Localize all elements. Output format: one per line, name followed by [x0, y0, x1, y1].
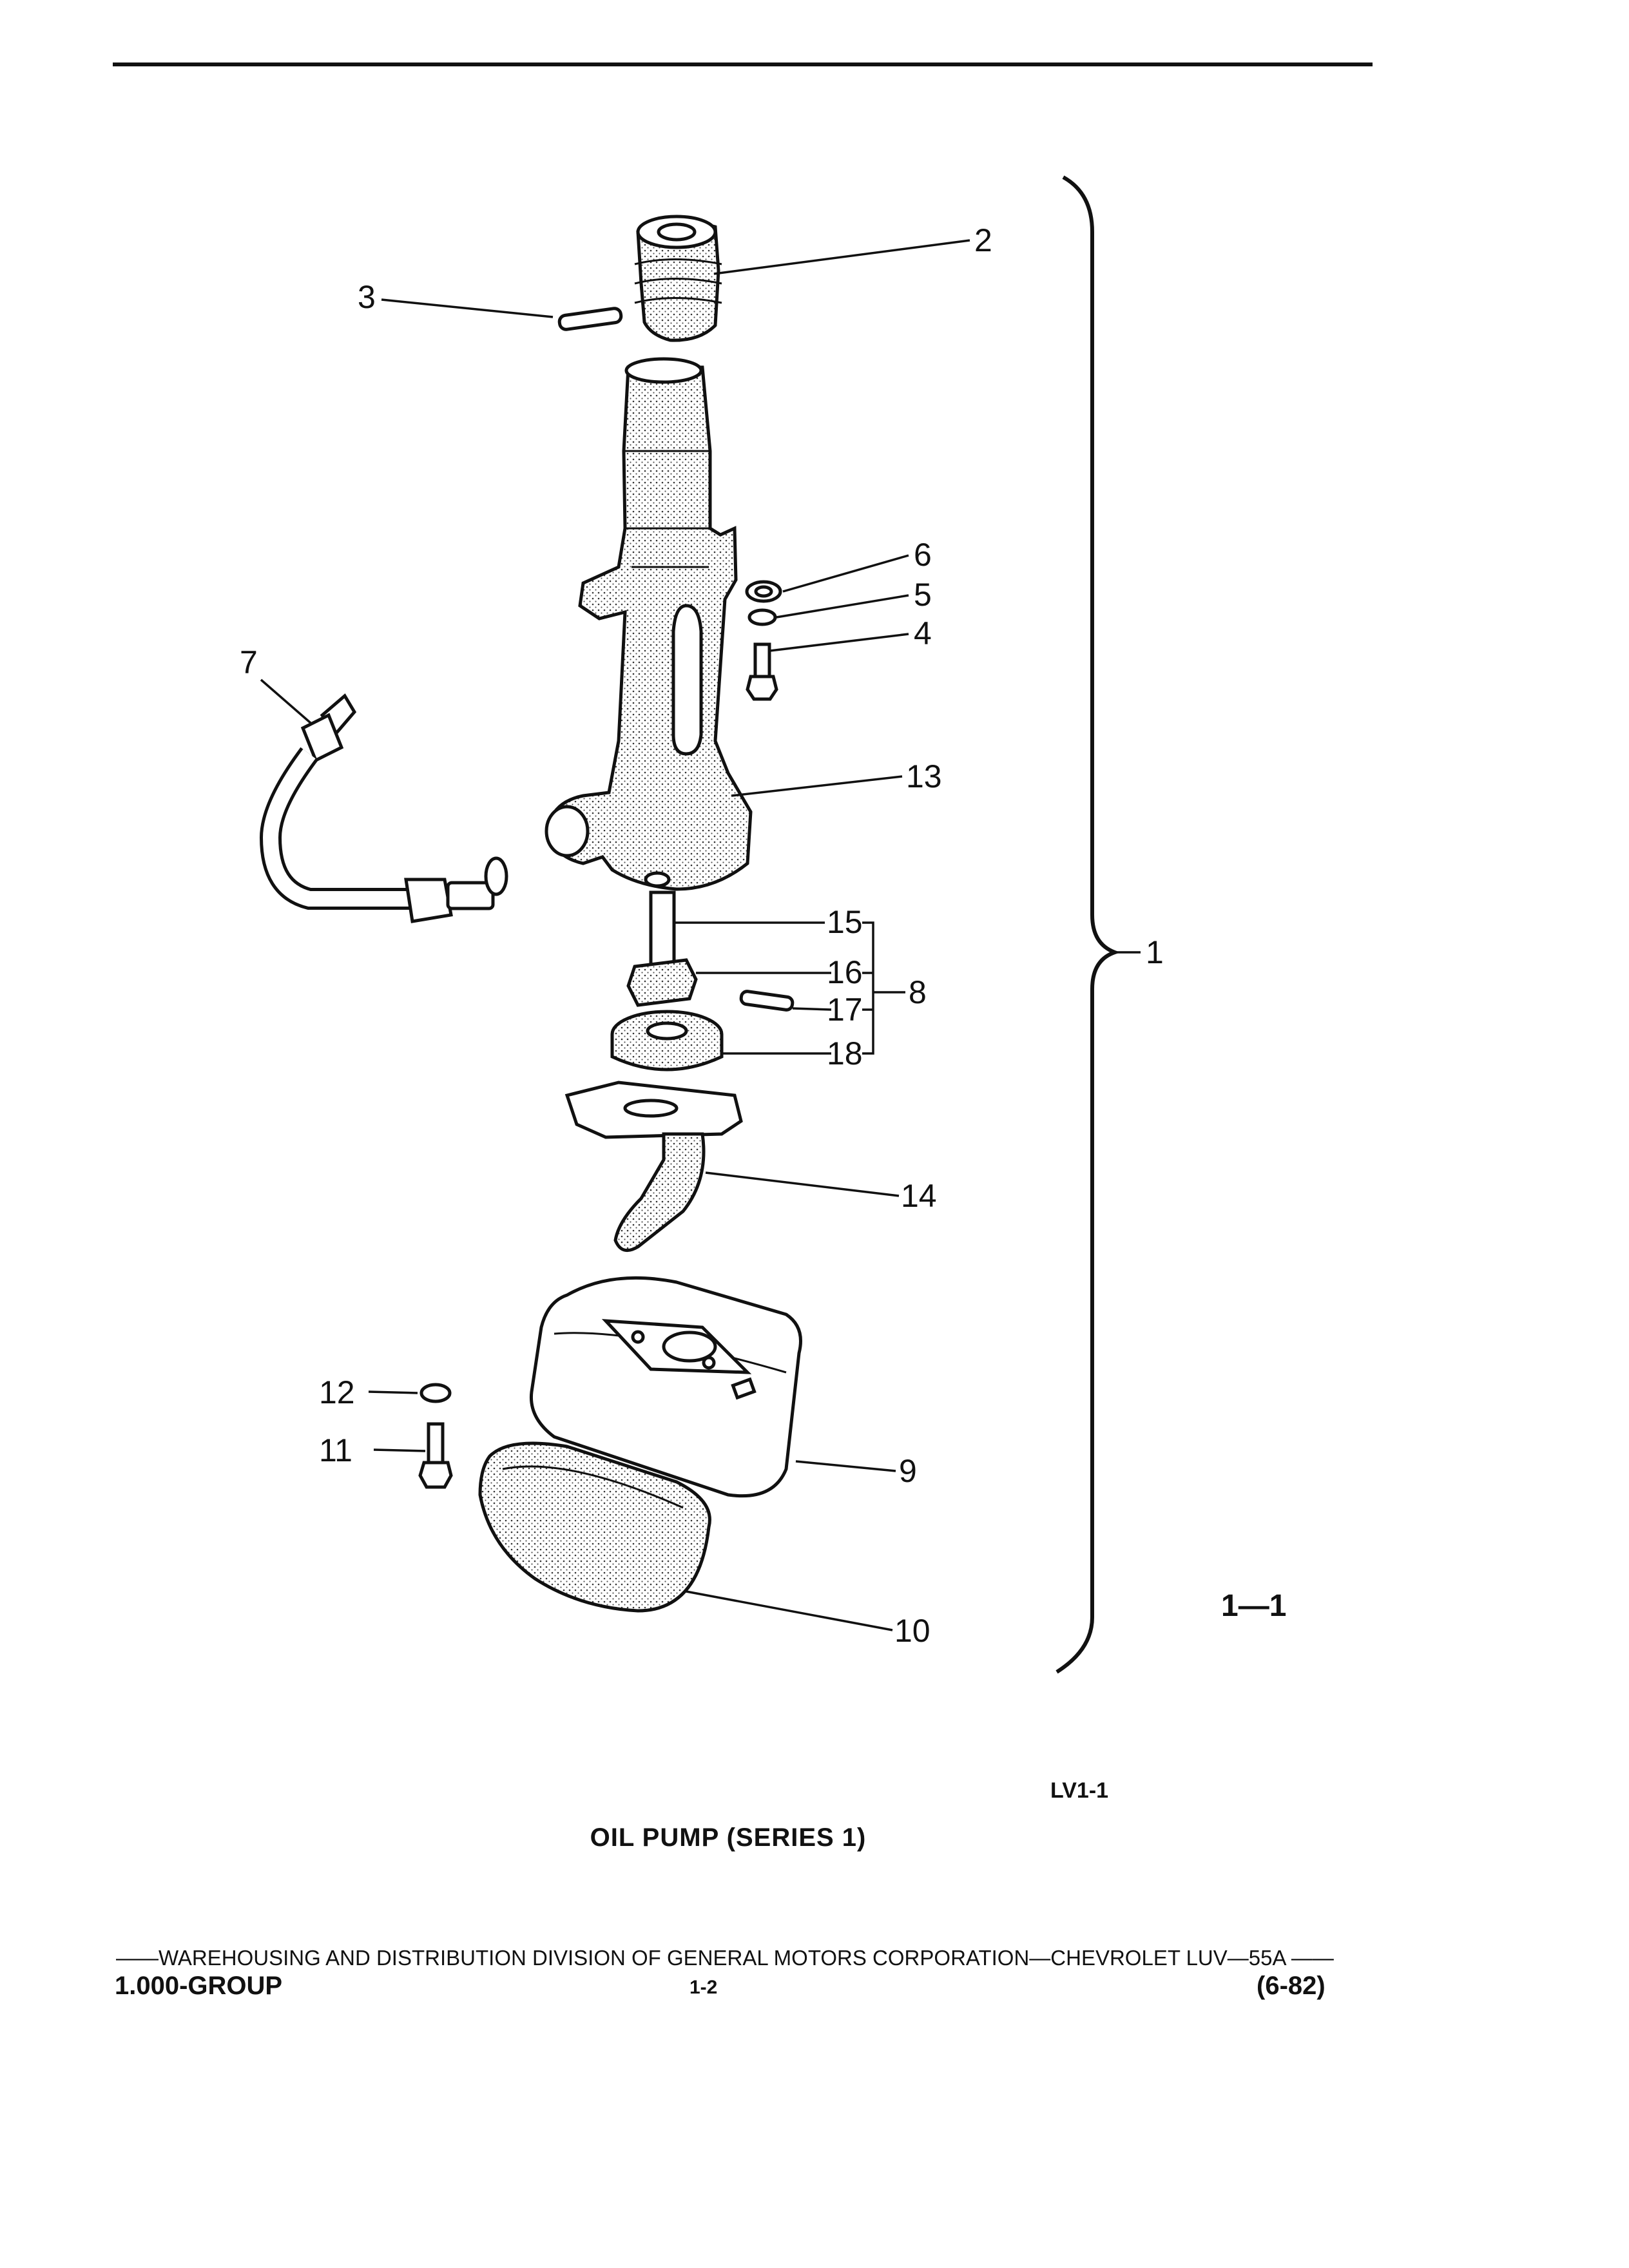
figure-title: OIL PUMP (SERIES 1): [590, 1823, 867, 1852]
group-label: 1.000-GROUP: [115, 1972, 283, 2000]
drive-gear: [634, 215, 722, 342]
driven-rotor-18: [610, 1010, 724, 1072]
oil-strainer: [529, 1276, 802, 1498]
revision-date: (6-82): [1257, 1972, 1325, 2000]
figure-code: LV1-1: [1050, 1778, 1109, 1803]
publisher-line: ——WAREHOUSING AND DISTRIBUTION DIVISION …: [116, 1946, 1334, 1970]
callout-9: 9: [899, 1453, 917, 1489]
callout-5: 5: [914, 577, 932, 613]
bolt-4: [746, 642, 778, 701]
callout-1: 1: [1146, 934, 1164, 970]
bolt-11: [418, 1422, 453, 1489]
lock-washer-5: [747, 608, 777, 626]
callout-13: 13: [906, 758, 942, 794]
figure-reference: 1—1: [1221, 1589, 1286, 1623]
gear-pin: [557, 307, 623, 331]
callout-7: 7: [240, 644, 258, 680]
callout-18: 18: [827, 1035, 863, 1072]
callout-15: 15: [827, 904, 863, 940]
pin-17: [739, 990, 795, 1012]
callout-8: 8: [909, 974, 927, 1010]
lock-washer-12: [419, 1383, 452, 1403]
pump-body: [545, 357, 753, 891]
assembly-brace: [1055, 175, 1121, 1674]
washer-6: [745, 580, 782, 603]
callout-14: 14: [901, 1178, 937, 1214]
callout-2: 2: [974, 222, 992, 258]
callout-17: 17: [827, 992, 863, 1028]
oil-pipe: [259, 693, 508, 923]
callout-6: 6: [914, 537, 932, 573]
pump-cover-pickup: [564, 1081, 743, 1253]
callout-16: 16: [827, 954, 863, 990]
callout-12: 12: [319, 1374, 355, 1410]
callout-10: 10: [894, 1613, 930, 1649]
page-number: 1-2: [689, 1977, 718, 1998]
drive-rotor-16: [626, 958, 698, 1007]
strainer-screen: [478, 1441, 711, 1613]
callout-4: 4: [914, 615, 932, 651]
callout-11: 11: [319, 1432, 352, 1468]
callout-3: 3: [358, 279, 376, 315]
